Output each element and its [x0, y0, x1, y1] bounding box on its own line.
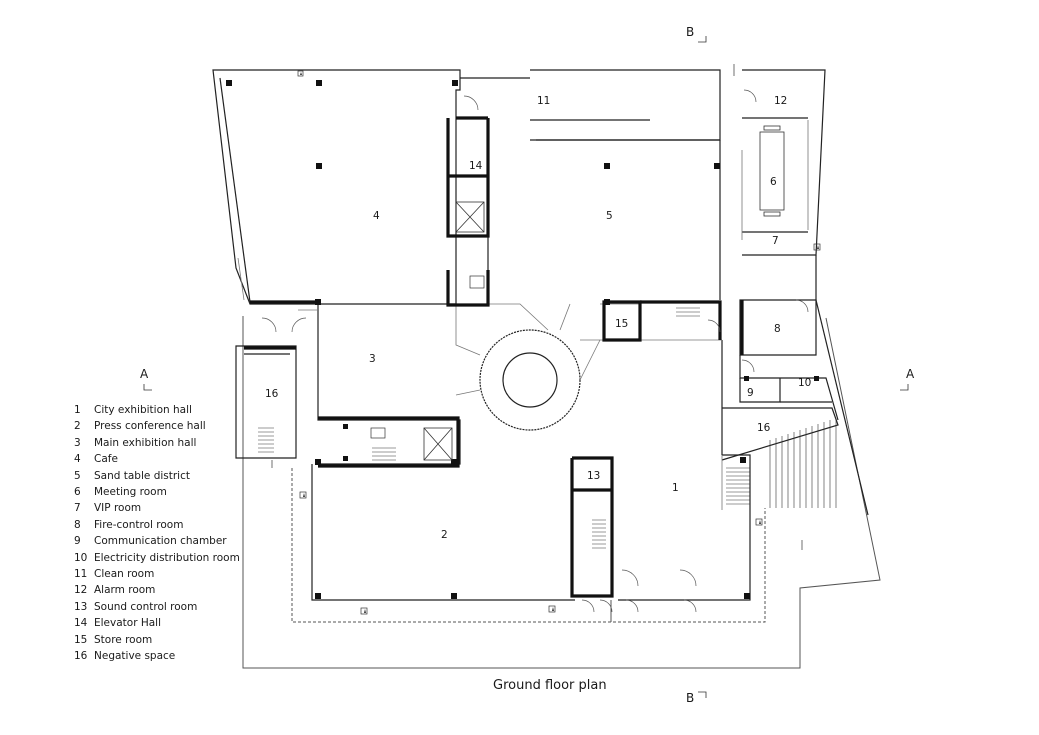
section-marks [143, 36, 909, 698]
room-label-16-left: 16 [265, 388, 279, 400]
room-label-9: 9 [747, 387, 754, 399]
room-label-14: 14 [469, 160, 483, 172]
legend-item: 13 Sound control room [74, 599, 240, 615]
legend-item: 14 Elevator Hall [74, 615, 240, 631]
section-mark-a-left: A [140, 367, 149, 381]
legend-room-name: Main exhibition hall [94, 436, 197, 449]
legend-number: 16 [74, 650, 88, 663]
legend-number: 8 [74, 518, 81, 531]
legend-item: 12 Alarm room [74, 582, 240, 598]
legend-item: 9 Communication chamber [74, 533, 240, 549]
site-boundary [242, 316, 881, 669]
room-label-6: 6 [770, 176, 777, 188]
legend-number: 6 [74, 486, 81, 499]
legend-item: 2 Press conference hall [74, 418, 240, 434]
legend-room-name: Sound control room [94, 600, 198, 613]
legend-item: 8 Fire-control room [74, 517, 240, 533]
room-legend: 1 City exhibition hall 2 Press conference … [74, 402, 240, 665]
legend-number: 2 [74, 420, 81, 433]
legend-number: 15 [74, 633, 88, 646]
staircase [258, 307, 837, 549]
legend-number: 9 [74, 535, 81, 548]
room-label-13: 13 [587, 470, 600, 482]
legend-item: 10 Electricity distribution room [74, 550, 240, 566]
terrace-dashed-outline [291, 468, 766, 623]
room-label-12: 12 [774, 95, 787, 107]
legend-room-name: VIP room [94, 502, 142, 515]
legend-number: 12 [74, 584, 88, 597]
legend-item: 6 Meeting room [74, 484, 240, 500]
legend-room-name: Sand table district [94, 469, 190, 482]
meeting-table [759, 125, 785, 217]
rotunda-inner [502, 352, 558, 408]
legend-number: 4 [74, 453, 81, 466]
legend-item: 1 City exhibition hall [74, 402, 240, 418]
legend-room-name: Cafe [94, 453, 118, 466]
legend-number: 14 [74, 617, 88, 630]
legend-room-name: Meeting room [94, 486, 167, 499]
legend-number: 10 [74, 551, 88, 564]
legend-number: 5 [74, 469, 81, 482]
legend-item: 4 Cafe [74, 451, 240, 467]
room-label-16-right: 16 [757, 422, 771, 434]
room-label-3: 3 [369, 353, 376, 365]
legend-room-name: Negative space [94, 650, 176, 663]
room-label-15: 15 [615, 318, 628, 330]
section-mark-a-right: A [906, 367, 915, 381]
toilets-block [530, 69, 721, 141]
legend-room-name: Clean room [94, 568, 155, 581]
legend-room-name: City exhibition hall [94, 404, 192, 416]
door-swings [261, 89, 809, 613]
section-mark-b-top: B [686, 25, 694, 39]
legend-item: 7 VIP room [74, 500, 240, 516]
marker-icons [297, 70, 821, 615]
legend-room-name: Press conference hall [94, 420, 206, 433]
room-label-2: 2 [441, 529, 448, 541]
legend-room-name: Store room [94, 633, 153, 646]
plan-caption: Ground floor plan [493, 678, 607, 693]
legend-room-name: Alarm room [94, 584, 156, 597]
room-label-8: 8 [774, 323, 781, 335]
room-label-10: 10 [798, 377, 811, 389]
room-label-7: 7 [772, 235, 779, 247]
legend-number: 7 [74, 502, 81, 515]
room-label-5: 5 [606, 210, 613, 222]
legend-room-name: Communication chamber [94, 535, 227, 548]
legend-room-name: Fire-control room [94, 518, 184, 531]
legend-item: 3 Main exhibition hall [74, 435, 240, 451]
section-mark-b-bottom: B [686, 691, 694, 705]
right-wing-outline [742, 69, 826, 256]
legend-item: 15 Store room [74, 632, 240, 648]
legend-room-name: Electricity distribution room [94, 551, 240, 564]
elevator-icon [423, 201, 485, 461]
legend-room-name: Elevator Hall [94, 617, 162, 630]
legend-number: 11 [74, 568, 88, 581]
legend-item: 5 Sand table district [74, 468, 240, 484]
room-label-4: 4 [373, 210, 380, 222]
legend-number: 3 [74, 436, 81, 449]
legend-number: 13 [74, 600, 88, 613]
room-label-11: 11 [537, 95, 550, 107]
rotunda-outer [479, 329, 581, 431]
legend-number: 1 [74, 404, 81, 416]
legend-item: 16 Negative space [74, 648, 240, 664]
legend-item: 11 Clean room [74, 566, 240, 582]
structural-columns [226, 80, 819, 599]
room-label-1: 1 [672, 482, 679, 494]
cafe-outline [212, 69, 461, 305]
